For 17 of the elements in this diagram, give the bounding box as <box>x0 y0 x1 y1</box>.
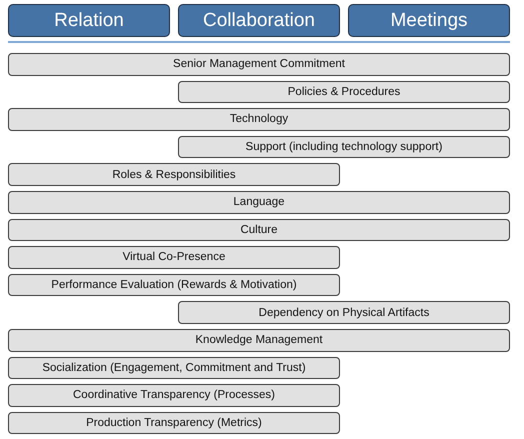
column-header: Collaboration <box>178 4 340 37</box>
factor-bar: Coordinative Transparency (Processes) <box>8 384 340 407</box>
factor-bar: Policies & Procedures <box>178 80 510 104</box>
factor-bar: Knowledge Management <box>8 329 510 352</box>
factor-bar: Virtual Co-Presence <box>8 246 340 269</box>
factor-bar: Socialization (Engagement, Commitment and Trust) <box>8 356 340 380</box>
factor-bar: Performance Evaluation (Rewards & Motivation) <box>8 274 340 296</box>
factor-bar: Senior Management Commitment <box>8 53 510 76</box>
factor-bar: Technology <box>8 108 510 131</box>
column-header: Meetings <box>348 4 510 37</box>
factor-bar: Dependency on Physical Artifacts <box>178 301 510 324</box>
factor-bar: Support (including technology support) <box>178 136 510 158</box>
factor-bar: Language <box>8 191 510 214</box>
factor-bar: Roles & Responsibilities <box>8 163 340 186</box>
factor-bar: Production Transparency (Metrics) <box>8 412 340 434</box>
column-header: Relation <box>8 4 170 37</box>
factor-bar: Culture <box>8 218 510 242</box>
